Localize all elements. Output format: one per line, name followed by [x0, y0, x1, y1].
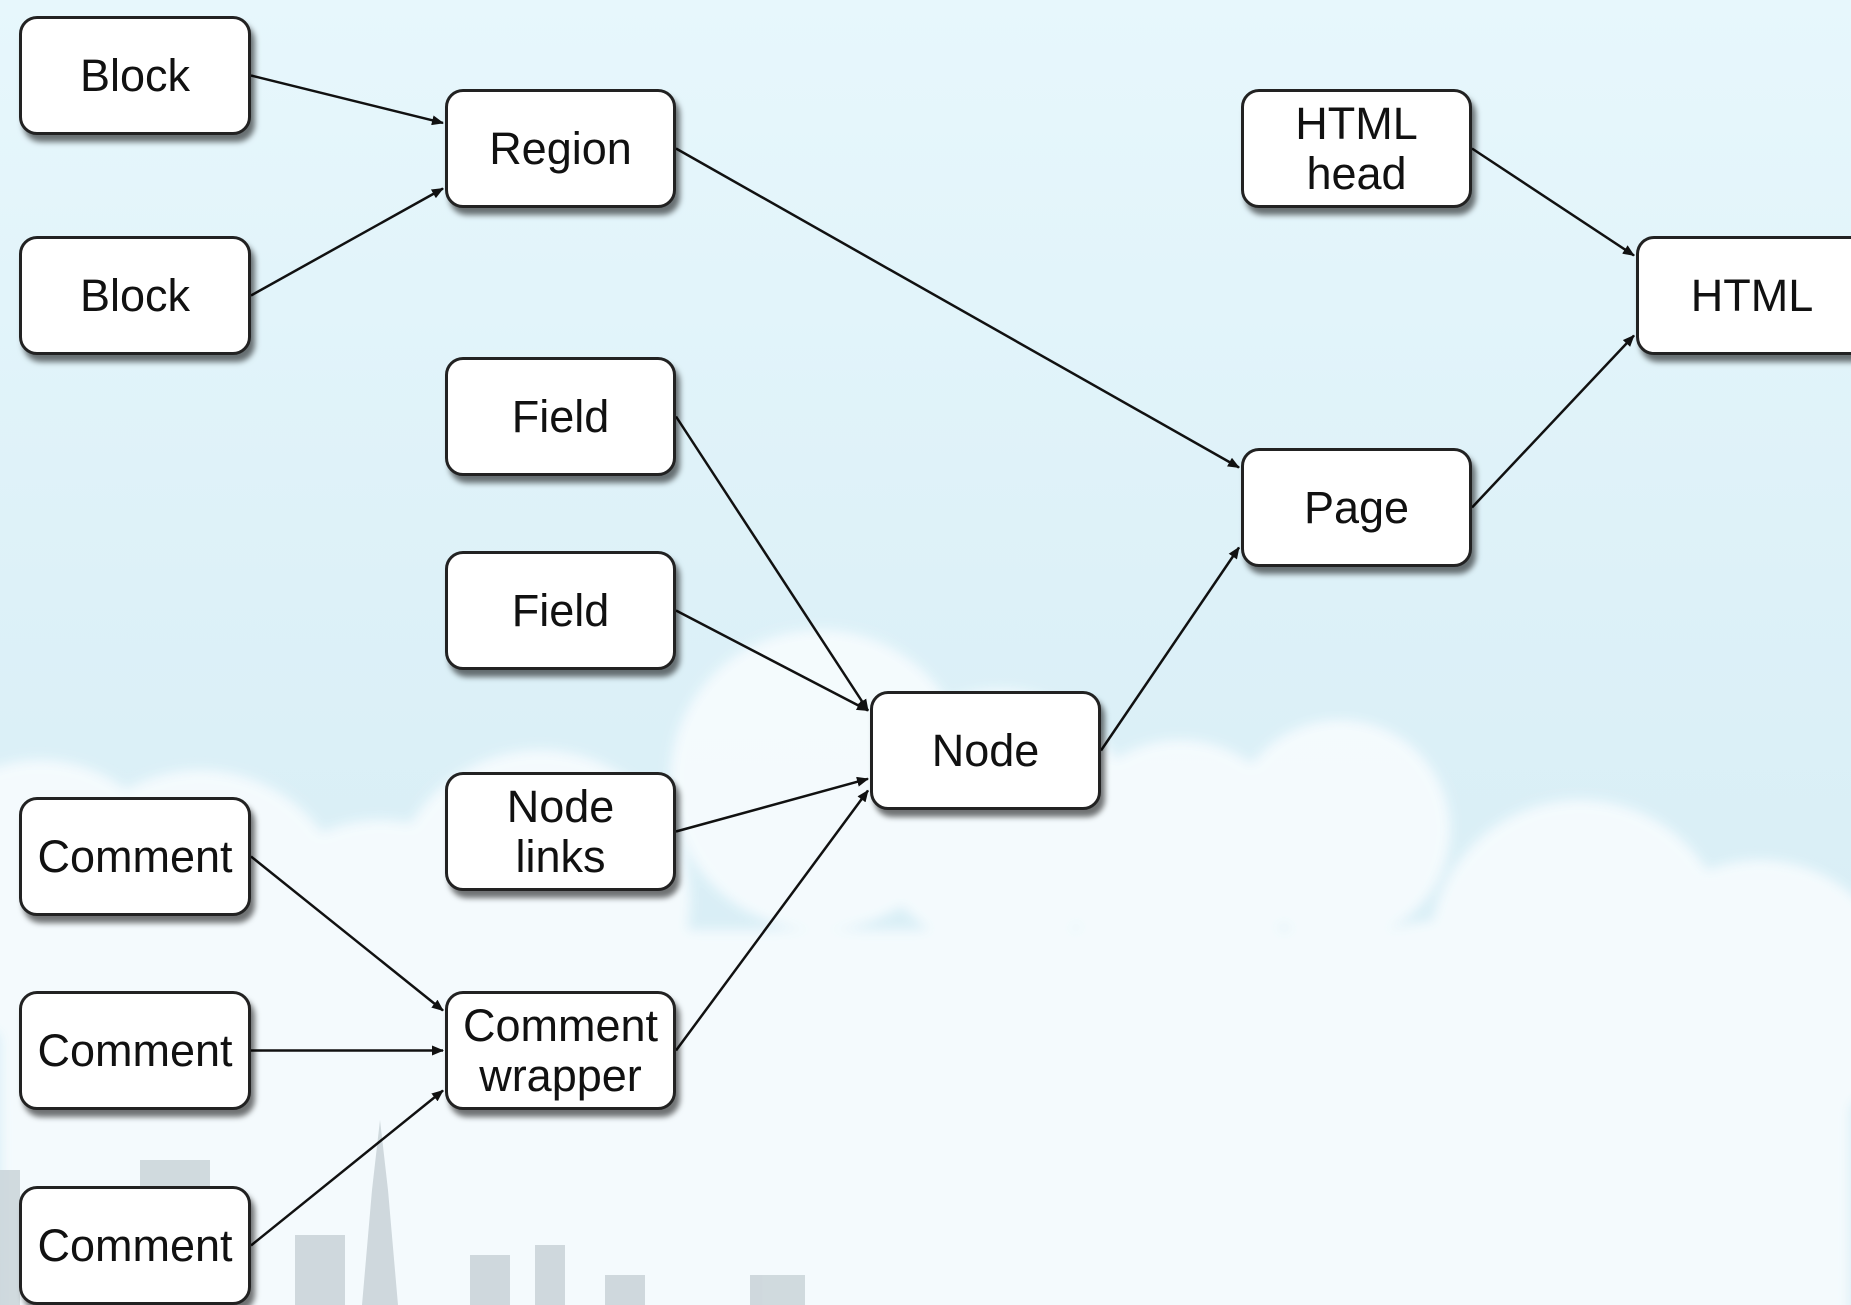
edge-field-1-to-node: [674, 415, 870, 712]
node-label: HTML: [1690, 269, 1814, 321]
edge-field-2-to-node: [675, 609, 869, 712]
node-comment-1: Comment: [19, 797, 251, 916]
node-label: Page: [1303, 481, 1410, 533]
edge-block-2-to-region: [250, 187, 444, 297]
node-label: Comment: [37, 830, 233, 882]
node-label: Node: [931, 724, 1040, 776]
edge-comment-wrapper-to-node: [674, 789, 870, 1052]
node-region: Region: [445, 89, 676, 208]
node-label: Region: [489, 122, 632, 174]
edge-node-links-to-node: [675, 776, 869, 833]
node-label: Block: [79, 269, 191, 321]
node-label: Comment: [37, 1024, 233, 1076]
node-label: Block: [79, 49, 191, 101]
edge-html-head-to-html: [1471, 147, 1635, 257]
node-block-1: Block: [19, 16, 251, 135]
node-comment-3: Comment: [19, 1186, 251, 1305]
node-label: Field: [511, 584, 610, 636]
edge-block-1-to-region: [250, 74, 444, 126]
edge-comment-1-to-comment-wrapper: [250, 855, 444, 1012]
edge-node-to-page: [1099, 546, 1241, 752]
node-block-2: Block: [19, 236, 251, 355]
node-field-1: Field: [445, 357, 676, 476]
node-node-links: Node links: [445, 772, 676, 891]
node-label: Comment: [37, 1219, 233, 1271]
node-comment-2: Comment: [19, 991, 251, 1110]
node-node: Node: [870, 691, 1101, 810]
edge-region-to-page: [675, 147, 1240, 469]
node-label: Field: [511, 390, 610, 442]
node-html-head: HTML head: [1241, 89, 1472, 208]
node-field-2: Field: [445, 551, 676, 670]
node-comment-wrapper: Comment wrapper: [445, 991, 676, 1110]
edge-page-to-html: [1471, 334, 1635, 509]
node-html: HTML: [1636, 236, 1851, 355]
edge-comment-3-to-comment-wrapper: [250, 1089, 444, 1247]
node-page: Page: [1241, 448, 1472, 567]
node-label: HTML head: [1295, 97, 1418, 199]
node-label: Node links: [506, 780, 615, 882]
node-label: Comment wrapper: [462, 999, 659, 1101]
